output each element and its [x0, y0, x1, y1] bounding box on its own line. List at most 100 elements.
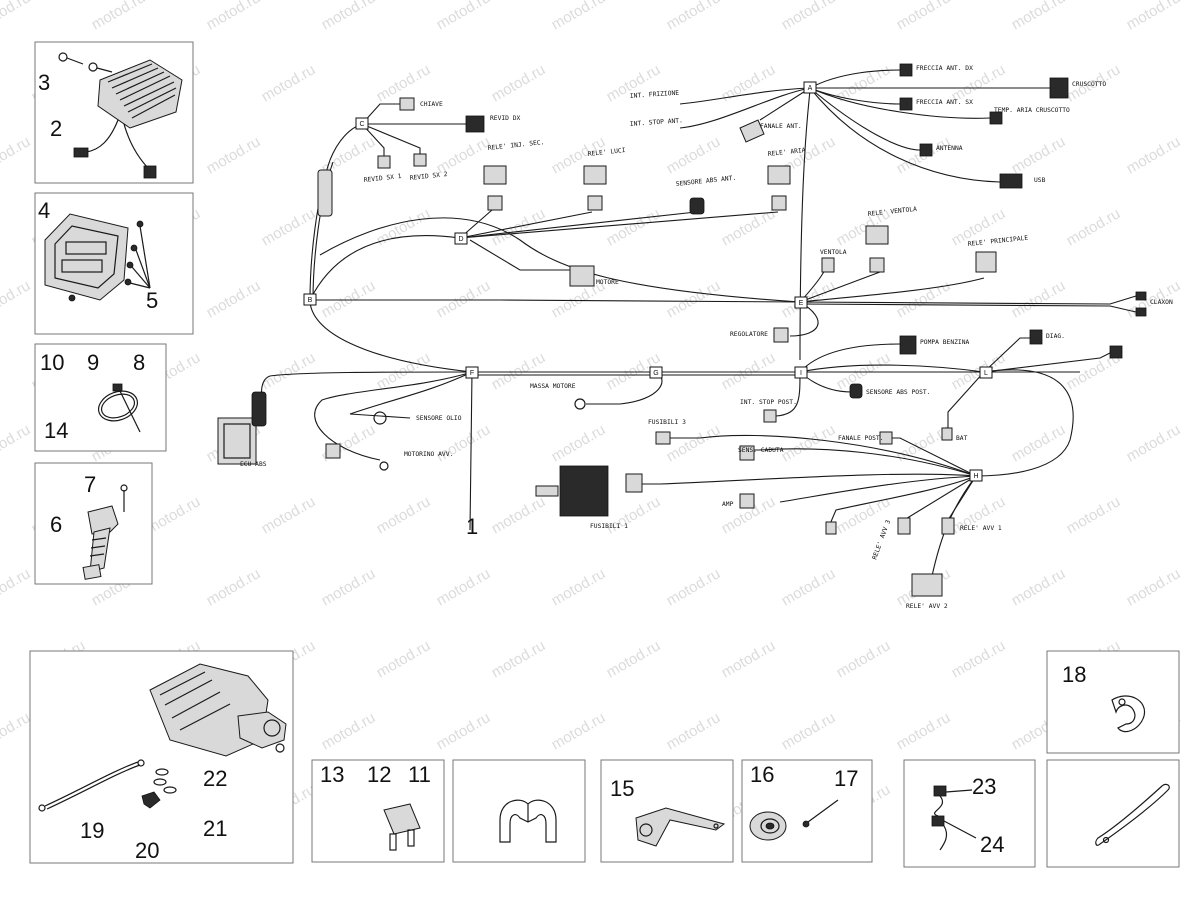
watermark-text: motod.ru — [1009, 0, 1069, 33]
label-fusibili-3: FUSIBILI 3 — [648, 419, 686, 426]
sensor-abs-front — [689, 197, 705, 215]
ecu-abs-connector — [217, 391, 267, 465]
watermark-text: motod.ru — [204, 565, 264, 609]
watermark-text: motod.ru — [434, 709, 494, 753]
watermark-text: motod.ru — [549, 565, 609, 609]
watermark-text: motod.ru — [549, 421, 609, 465]
node-h: H — [969, 469, 983, 482]
part-number-10: 10 — [40, 350, 64, 375]
watermark-text: motod.ru — [664, 421, 724, 465]
bracket-part-15 — [635, 807, 726, 847]
relay-inj — [483, 165, 507, 185]
watermark-text: motod.ru — [259, 205, 319, 249]
watermark-text: motod.ru — [319, 565, 379, 609]
node-g: G — [649, 366, 663, 379]
tip-over-sensor — [739, 445, 755, 461]
watermark-text: motod.ru — [319, 709, 379, 753]
label-motore: MOTORE — [596, 279, 619, 286]
watermark-text: motod.ru — [0, 0, 33, 33]
fuse3-connector — [655, 431, 671, 445]
watermark-text: motod.ru — [319, 277, 379, 321]
watermark-text: motod.ru — [719, 61, 779, 105]
label-rele-aria: RELE' ARIA — [767, 147, 806, 158]
watermark-text: motod.ru — [489, 637, 549, 681]
watermark-text: motod.ru — [834, 637, 894, 681]
watermark-text: motod.ru — [894, 0, 954, 33]
label-freccia-ant-dx: FRECCIA ANT. DX — [916, 65, 973, 72]
svg-text:H: H — [973, 473, 978, 480]
panel-strap — [1046, 759, 1180, 868]
label-diag: DIAG. — [1046, 333, 1065, 340]
watermark-text: motod.ru — [834, 61, 894, 105]
watermark-text: motod.ru — [1064, 205, 1124, 249]
screws-part-5 — [68, 220, 151, 302]
watermark-text: motod.ru — [204, 277, 264, 321]
horn-plug-2 — [1135, 307, 1147, 317]
node-i: I — [794, 366, 808, 379]
watermark-text: motod.ru — [719, 205, 779, 249]
watermark-text: motod.ru — [779, 421, 839, 465]
mirror-left1 — [377, 155, 391, 169]
watermark-text: motod.ru — [89, 0, 149, 33]
label-fanale-ant: FANALE ANT. — [760, 123, 802, 130]
connector-nodes: A C D B E F G I L H — [303, 81, 993, 482]
panel-grommet: 16 17 — [741, 759, 873, 863]
watermark-text: motod.ru — [604, 637, 664, 681]
part-number-24: 24 — [980, 832, 1004, 857]
svg-text:C: C — [359, 121, 364, 128]
label-temp-aria: TEMP. ARIA CRUSCOTTO — [994, 107, 1070, 114]
panel-regulator: 3 2 — [34, 41, 194, 184]
watermark-text: motod.ru — [664, 0, 724, 33]
part-number-17: 17 — [834, 766, 858, 791]
screw-part-3 — [58, 52, 113, 73]
relay-main — [975, 251, 997, 273]
diag-plug — [1109, 345, 1123, 359]
panel-coil: 7 6 — [34, 462, 153, 585]
watermark-text: motod.ru — [204, 0, 264, 33]
part-number-15: 15 — [610, 776, 634, 801]
watermark-text: motod.ru — [834, 349, 894, 393]
part-number-9: 9 — [87, 350, 99, 375]
fuel-pump-connector — [899, 335, 917, 355]
label-rele-luci: RELE' LUCI — [587, 147, 626, 158]
svg-text:L: L — [984, 370, 988, 377]
watermark-text: motod.ru — [489, 493, 549, 537]
label-regolatore: REGOLATORE — [730, 331, 768, 338]
part-number-14: 14 — [44, 418, 68, 443]
amp-connector — [739, 493, 755, 509]
node-f: F — [465, 366, 479, 379]
label-sens-caduta: SENS. CADUTA — [738, 447, 784, 454]
key-connector — [399, 97, 415, 111]
watermark-text: motod.ru — [259, 493, 319, 537]
watermark-text: motod.ru — [1009, 421, 1069, 465]
part-number-18: 18 — [1062, 662, 1086, 687]
sensor-abs-rear — [849, 383, 863, 399]
watermark-text: motod.ru — [434, 0, 494, 33]
watermark-text: motod.ru — [0, 133, 33, 177]
label-int-frizione: INT. FRIZIONE — [630, 90, 680, 100]
label-fusibili-1: FUSIBILI 1 — [590, 523, 628, 530]
part-number-5: 5 — [146, 288, 158, 313]
watermark-text: motod.ru — [664, 277, 724, 321]
relay-ventola — [865, 225, 889, 245]
watermark-text: motod.ru — [1124, 565, 1184, 609]
watermark-text: motod.ru — [0, 709, 33, 753]
svg-text:A: A — [808, 85, 813, 92]
cable-strap-part — [1095, 783, 1170, 846]
watermark-text: motod.ru — [434, 565, 494, 609]
watermark-text: motod.ru — [894, 709, 954, 753]
part-number-13: 13 — [320, 762, 344, 787]
node-a: A — [803, 81, 817, 94]
panel-ecu: 4 5 — [34, 192, 194, 335]
label-pompa-benzina: POMPA BENZINA — [920, 339, 969, 346]
bulb-connector — [825, 521, 837, 535]
watermark-text: motod.ru — [779, 0, 839, 33]
watermark-text: motod.ru — [434, 277, 494, 321]
watermark-text: motod.ru — [719, 349, 779, 393]
nut-part-20 — [141, 791, 161, 809]
mirror-left2 — [413, 153, 427, 167]
watermark-text: motod.ru — [204, 133, 264, 177]
label-int-stop-post: INT. STOP POST. — [740, 399, 797, 406]
watermark-text: motod.ru — [319, 0, 379, 33]
label-motorino-avv: MOTORINO AVV. — [404, 451, 453, 458]
